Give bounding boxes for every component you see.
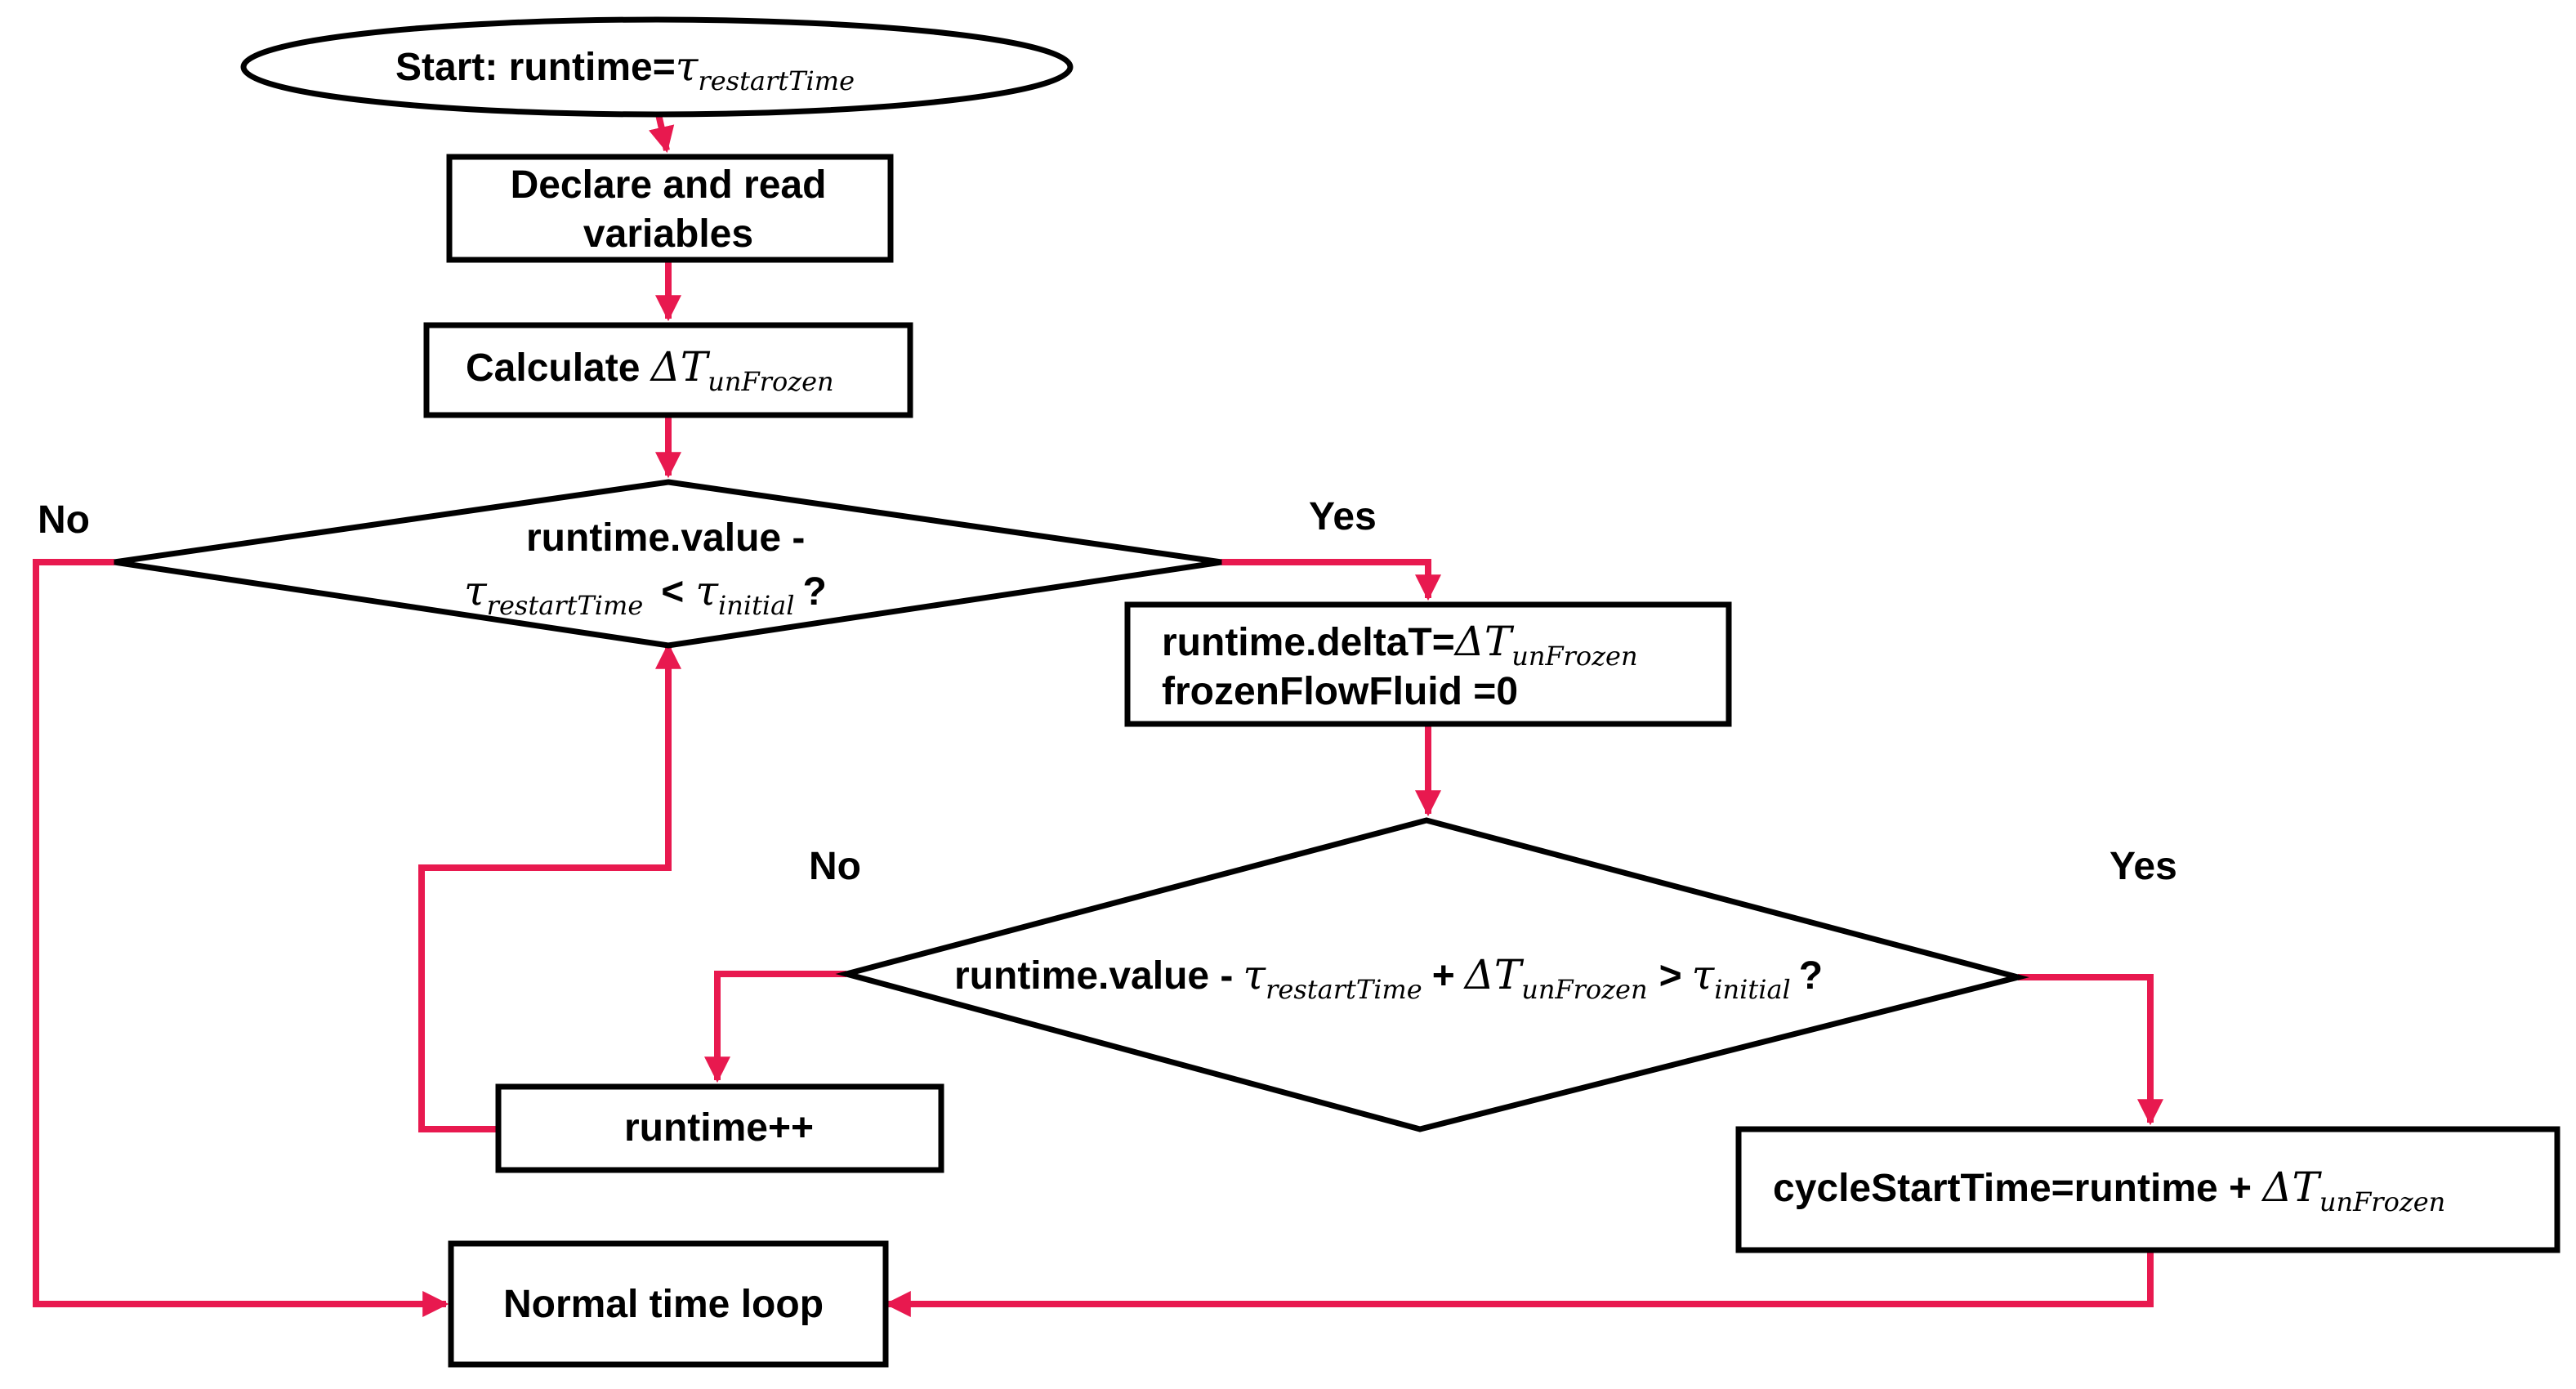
branch-labels: No Yes No Yes [38,495,2177,888]
start-node: Start: runtime=τrestartTime [240,16,1074,118]
increment-label: runtime++ [624,1106,814,1150]
decision2-node: runtime.value -τrestartTime+ΔTunFrozen>τ… [835,817,2029,1132]
decision2-sub1: restartTime [1266,974,1422,1005]
set-delta-subscript: unFrozen [1511,641,1637,672]
calculate-delta-subscript: unFrozen [708,366,833,397]
declare-line1: Declare and read [511,163,827,207]
cycle-delta-symbol: ΔT [2261,1163,2322,1211]
decision1-no-label: No [38,498,90,542]
decision2-diamond [835,817,2029,1132]
cycle-box [1735,1126,2560,1253]
increment-node: runtime++ [495,1083,944,1173]
cycle-node: cycleStartTime=runtime + ΔTunFrozen [1735,1126,2560,1253]
start-tau-subscript: restartTime [698,65,855,96]
decision1-node: runtime.value - τrestartTime<τinitial? [114,479,1222,649]
decision2-delta: ΔT [1463,951,1525,998]
start-tau-symbol: τ [676,42,699,90]
cycle-text: cycleStartTime=runtime + ΔTunFrozen [1773,1163,2445,1217]
calculate-label: Calculate [466,346,651,390]
normal-label: Normal time loop [503,1283,824,1326]
connector-decision2-yes [2018,974,2163,1126]
cycle-delta-subscript: unFrozen [2319,1186,2445,1217]
connectors [33,114,2163,1317]
declare-box [446,154,894,263]
decision2-sub2: unFrozen [1521,974,1647,1005]
set-delta-box [1124,601,1732,727]
start-label: Start: runtime= [395,46,676,89]
decision2-tau1: τ [1243,951,1266,998]
increment-box [495,1083,944,1173]
decision1-yes-label: Yes [1309,495,1377,538]
start-text: Start: runtime=τrestartTime [395,42,855,96]
decision1-tau1: τ [464,567,488,614]
declare-line2: variables [583,212,753,256]
connector-decision2-no [704,971,846,1083]
decision1-tau2: τ [695,567,719,614]
decision2-yes-label: Yes [2109,845,2177,888]
calculate-node: Calculate ΔTunFrozen [423,322,913,418]
calculate-box [423,322,913,418]
decision1-question: ? [802,570,826,614]
decision1-lt: < [661,570,684,614]
decision2-text: runtime.value -τrestartTime+ΔTunFrozen>τ… [954,951,1823,1005]
set-delta-label: runtime.deltaT= [1162,621,1455,664]
decision2-question: ? [1799,954,1823,998]
declare-node: Declare and read variables [446,154,894,263]
start-ellipse [240,16,1074,118]
calculate-delta-symbol: ΔT [650,343,711,391]
connector-cycle-to-normal [884,1250,2154,1317]
decision2-sub3: initial [1714,974,1790,1005]
decision2-no-label: No [809,845,861,888]
decision1-sub2: initial [718,590,794,621]
set-delta-line2: frozenFlowFluid =0 [1162,670,1518,713]
connector-increment-loop-back [418,642,681,1132]
decision2-label: runtime.value - [954,954,1233,998]
normal-box [448,1240,889,1368]
connector-decision1-no [33,559,449,1317]
decision1-diamond [114,479,1222,649]
decision1-sub1: restartTime [487,590,644,621]
decision2-gt: > [1659,954,1682,998]
decision1-line1: runtime.value - [526,516,805,560]
connector-decision1-yes [1221,559,1441,601]
decision2-tau2: τ [1692,951,1716,998]
decision1-line2: τrestartTime<τinitial? [464,567,827,621]
normal-node: Normal time loop [448,1240,889,1368]
cycle-label: cycleStartTime=runtime + [1773,1167,2262,1210]
set-delta-symbol: ΔT [1453,618,1515,665]
decision2-plus: + [1432,954,1455,998]
connector-start-to-declare [649,114,675,154]
set-delta-node: runtime.deltaT=ΔTunFrozen frozenFlowFlui… [1124,601,1732,727]
set-delta-line1: runtime.deltaT=ΔTunFrozen [1162,618,1638,672]
calculate-text: Calculate ΔTunFrozen [466,343,834,397]
